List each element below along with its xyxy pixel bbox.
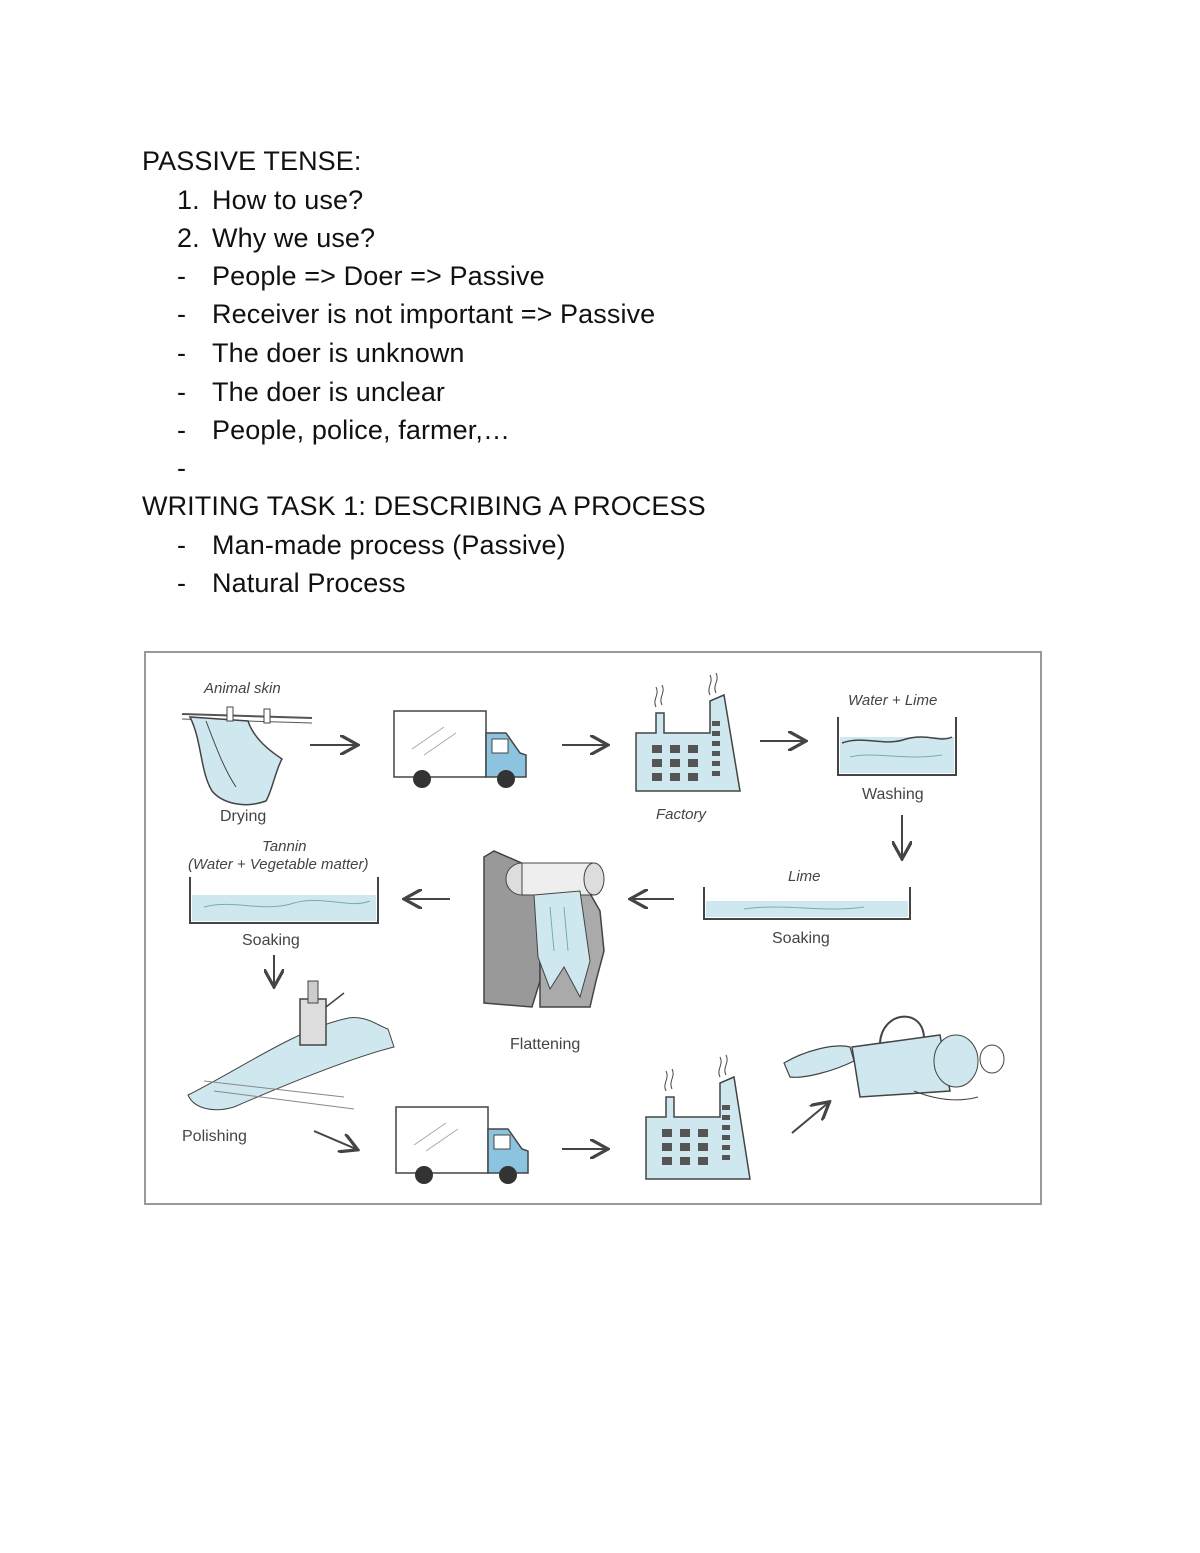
- leather-process-diagram: Animal skin Drying Factory: [144, 651, 1042, 1205]
- writing-heading: WRITING TASK 1: DESCRIBING A PROCESS: [142, 491, 706, 522]
- bullet-marker: -: [177, 415, 186, 446]
- bullet-item: The doer is unclear: [212, 377, 445, 408]
- bullet-marker: -: [177, 530, 186, 561]
- numbered-marker: 2.: [177, 223, 200, 254]
- bullet-marker: -: [177, 453, 186, 484]
- bullet-item: The doer is unknown: [212, 338, 465, 369]
- label-flattening: Flattening: [510, 1036, 580, 1053]
- label-factory: Factory: [656, 806, 708, 823]
- bullet-item: Man-made process (Passive): [212, 530, 566, 561]
- passive-heading: PASSIVE TENSE:: [142, 146, 361, 177]
- label-polishing: Polishing: [182, 1128, 247, 1145]
- label-drying: Drying: [220, 808, 266, 825]
- bullet-item: People => Doer => Passive: [212, 261, 545, 292]
- label-washing: Washing: [862, 786, 924, 803]
- bullet-item: Natural Process: [212, 568, 406, 599]
- label-soaking-right: Soaking: [772, 930, 830, 947]
- bullet-marker: -: [177, 568, 186, 599]
- bullet-marker: -: [177, 377, 186, 408]
- bullet-marker: -: [177, 261, 186, 292]
- label-tannin: Tannin: [262, 838, 307, 855]
- numbered-item: Why we use?: [212, 223, 375, 254]
- label-water-lime: Water + Lime: [848, 692, 937, 709]
- numbered-marker: 1.: [177, 185, 200, 216]
- label-tannin-detail: (Water + Vegetable matter): [188, 856, 369, 873]
- bullet-item: People, police, farmer,…: [212, 415, 510, 446]
- label-lime: Lime: [788, 868, 821, 885]
- label-soaking-left: Soaking: [242, 932, 300, 949]
- bullet-item: Receiver is not important => Passive: [212, 299, 655, 330]
- roller-press-icon: [484, 851, 604, 1007]
- numbered-item: How to use?: [212, 185, 363, 216]
- bullet-marker: -: [177, 299, 186, 330]
- bullet-marker: -: [177, 338, 186, 369]
- label-animal-skin: Animal skin: [203, 680, 281, 697]
